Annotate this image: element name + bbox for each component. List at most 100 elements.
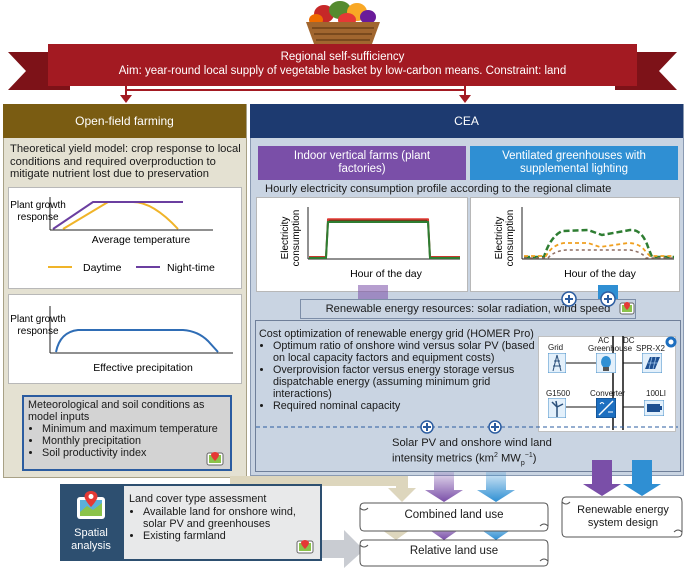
- land-cover-text: Land cover type assessment Available lan…: [129, 493, 319, 542]
- chart2-xlabel: Effective precipitation: [93, 362, 193, 374]
- hourly-profile-text: Hourly electricity consumption profile a…: [265, 183, 612, 195]
- optimization-text: Cost optimization of renewable energy gr…: [259, 328, 539, 412]
- profile-series-b: [309, 218, 460, 258]
- chart1-ylabel-line2: response: [17, 212, 59, 223]
- homer-grid-label: Grid: [548, 343, 564, 352]
- chart2-ylabel-line1: Plant growth: [10, 314, 66, 325]
- plus-icon: [488, 420, 502, 434]
- banner-aim: Aim: year-round local supply of vegetabl…: [118, 65, 567, 77]
- temperature-response-chart: Plant growth response Average temperatur…: [10, 197, 215, 274]
- spatial-analysis-label: Spatial analysis: [71, 527, 111, 552]
- chart-left-ylabel-line1: Electricity: [280, 217, 291, 260]
- solar-panel-icon: [642, 353, 662, 373]
- model-input-item: Soil productivity index: [42, 447, 228, 459]
- relative-land-use-label: Relative land use: [409, 545, 499, 557]
- greenhouse-series-green: [524, 228, 674, 259]
- land-cover-title: Land cover type assessment: [129, 493, 267, 505]
- optimization-title: Cost optimization of renewable energy gr…: [259, 328, 534, 340]
- optimization-item: Optimum ratio of onshore wind versus sol…: [273, 340, 539, 364]
- vertical-farm-profile-card: [256, 197, 468, 292]
- energy-design-scroll: [561, 496, 683, 538]
- nighttime-curve: [52, 201, 183, 230]
- optimization-item: Overprovision factor versus energy stora…: [273, 364, 539, 400]
- greenhouse-profile-card: [470, 197, 680, 292]
- chart-left-xlabel: Hour of the day: [350, 268, 423, 280]
- temperature-chart-card: [8, 187, 242, 289]
- metrics-line2: intensity metrics (km2 MWp−1): [392, 451, 537, 467]
- daytime-curve: [62, 201, 179, 230]
- precipitation-response-chart: Plant growth response Effective precipit…: [10, 306, 233, 374]
- greenhouse-electricity-chart: Electricity consumption Hour of the day: [494, 207, 674, 280]
- legend-daytime-label: Daytime: [83, 262, 122, 274]
- yield-model-text: Theoretical yield model: crop response t…: [10, 143, 241, 180]
- converter-icon: [596, 398, 616, 418]
- land-cover-list: Available land for onshore wind, solar P…: [129, 506, 319, 542]
- chart-right-ylabel-line2: consumption: [505, 210, 516, 267]
- greenhouses-label: Ventilated greenhouses with supplemental…: [502, 150, 646, 175]
- relative-land-use-scroll: [359, 539, 549, 567]
- chart-right-ylabel-line1: Electricity: [494, 217, 505, 260]
- model-input-item: Minimum and maximum temperature: [42, 423, 228, 435]
- wind-turbine-icon: [548, 398, 566, 418]
- chart-right-xlabel: Hour of the day: [564, 268, 637, 280]
- profile-series-c: [309, 221, 460, 259]
- homer-greenhouse-label: Greenhouse: [588, 344, 633, 353]
- greenhouses-box: Ventilated greenhouses with supplemental…: [470, 146, 678, 180]
- chart1-xlabel: Average temperature: [92, 234, 191, 246]
- banner-ribbon: [8, 44, 677, 103]
- optimization-item: Required nominal capacity: [273, 400, 539, 412]
- plus-icon: [600, 291, 616, 307]
- chart-left-ylabel-line2: consumption: [291, 210, 302, 267]
- cea-header: CEA: [250, 104, 683, 138]
- homer-g1500-label: G1500: [546, 389, 571, 398]
- homer-battery-label: 100LI: [646, 389, 667, 398]
- renewables-bar: Renewable energy resources: solar radiat…: [300, 299, 636, 319]
- vertical-farm-electricity-chart: Electricity consumption Hour of the day: [280, 207, 460, 280]
- vegetable-basket-icon: [306, 1, 380, 44]
- open-field-title: Open-field farming: [75, 114, 174, 128]
- land-cover-box: [122, 484, 322, 561]
- homer-dc-label: DC: [623, 336, 635, 345]
- homer-logo-icon: [665, 336, 677, 348]
- greenhouse-bulb-icon: [596, 353, 616, 373]
- open-field-header: Open-field farming: [3, 104, 246, 138]
- map-pin-icon: [619, 302, 635, 315]
- combined-land-use-label: Combined land use: [404, 509, 504, 521]
- chart2-ylabel-line2: response: [17, 326, 59, 337]
- land-cover-item: Available land for onshore wind, solar P…: [143, 506, 319, 530]
- map-pin-icon: [296, 540, 314, 554]
- grid-tower-icon: [548, 353, 566, 373]
- land-cover-item: Existing farmland: [143, 530, 319, 542]
- vertical-farms-box: Indoor vertical farms (plant factories): [258, 146, 466, 180]
- greenhouse-series-orange: [524, 242, 674, 257]
- greenhouse-series-brown: [524, 249, 674, 259]
- homer-converter-label: Converter: [590, 389, 626, 398]
- plus-icon: [420, 420, 434, 434]
- metrics-divider: [256, 426, 678, 428]
- map-icon: [77, 491, 105, 519]
- renewables-label: Renewable energy resources: solar radiat…: [325, 303, 611, 315]
- optimization-list: Optimum ratio of onshore wind versus sol…: [259, 340, 539, 412]
- model-inputs-title: Meteorological and soil conditions as mo…: [28, 399, 205, 423]
- vertical-farms-label: Indoor vertical farms (plant factories): [293, 150, 431, 175]
- model-inputs-text: Meteorological and soil conditions as mo…: [28, 399, 228, 459]
- legend-nighttime-label: Night-time: [167, 262, 215, 274]
- banner-title: Regional self-sufficiency: [280, 51, 405, 63]
- homer-ac-label: AC: [598, 336, 610, 345]
- battery-icon: [644, 400, 664, 416]
- plus-icon: [561, 291, 577, 307]
- model-inputs-box: [22, 395, 232, 471]
- profile-series-a: [309, 219, 460, 258]
- model-input-item: Monthly precipitation: [42, 435, 228, 447]
- metrics-line1: Solar PV and onshore wind land: [392, 437, 552, 449]
- banner-text: Regional self-sufficiency Aim: year-roun…: [60, 50, 625, 78]
- precipitation-curve: [55, 329, 219, 353]
- chart1-ylabel-line1: Plant growth: [10, 200, 66, 211]
- precipitation-chart-card: [8, 294, 242, 384]
- energy-design-label: Renewable energy system design: [577, 504, 669, 529]
- map-pin-icon: [206, 452, 224, 466]
- land-intensity-metrics: Solar PV and onshore wind land intensity…: [392, 437, 552, 470]
- homer-spr-label: SPR-X2: [636, 344, 665, 353]
- model-inputs-list: Minimum and maximum temperature Monthly …: [28, 423, 228, 459]
- cea-title: CEA: [454, 114, 479, 128]
